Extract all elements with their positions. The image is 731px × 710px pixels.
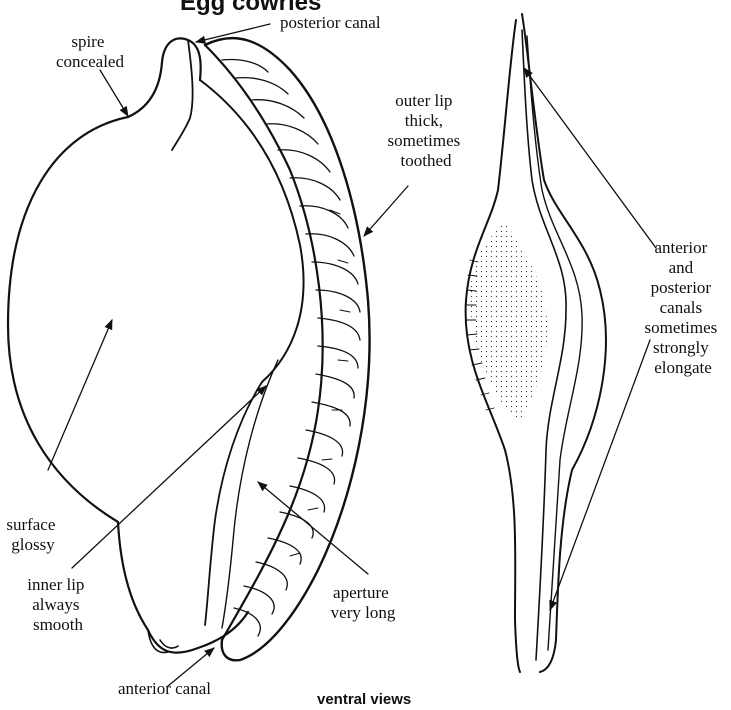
label-canals-elongate: anterior and posterior canals sometimes …	[645, 238, 722, 377]
label-posterior-canal: posterior canal	[280, 13, 381, 32]
pointer-aperture	[258, 482, 368, 574]
left-shell-body-outline	[8, 117, 248, 653]
label-ventral-views: ventral views	[317, 691, 411, 708]
right-shell	[466, 14, 606, 672]
outer-lip-inner-edge	[205, 45, 323, 640]
label-spire: spire concealed	[56, 32, 124, 71]
label-outer-lip: outer lip thick, sometimes toothed	[388, 91, 465, 170]
pointer-anterior-elongate	[550, 340, 650, 610]
pointer-outer-lip	[364, 186, 408, 236]
pointer-surface	[48, 320, 112, 470]
label-aperture: aperture very long	[331, 583, 396, 622]
label-anterior-canal: anterior canal	[118, 679, 211, 698]
label-surface: surface glossy	[6, 515, 59, 554]
left-shell	[8, 38, 370, 660]
spire-fold	[172, 40, 193, 150]
pointer-inner-lip	[72, 386, 266, 568]
label-inner-lip: inner lip always smooth	[27, 575, 88, 634]
pointer-spire	[100, 70, 128, 116]
